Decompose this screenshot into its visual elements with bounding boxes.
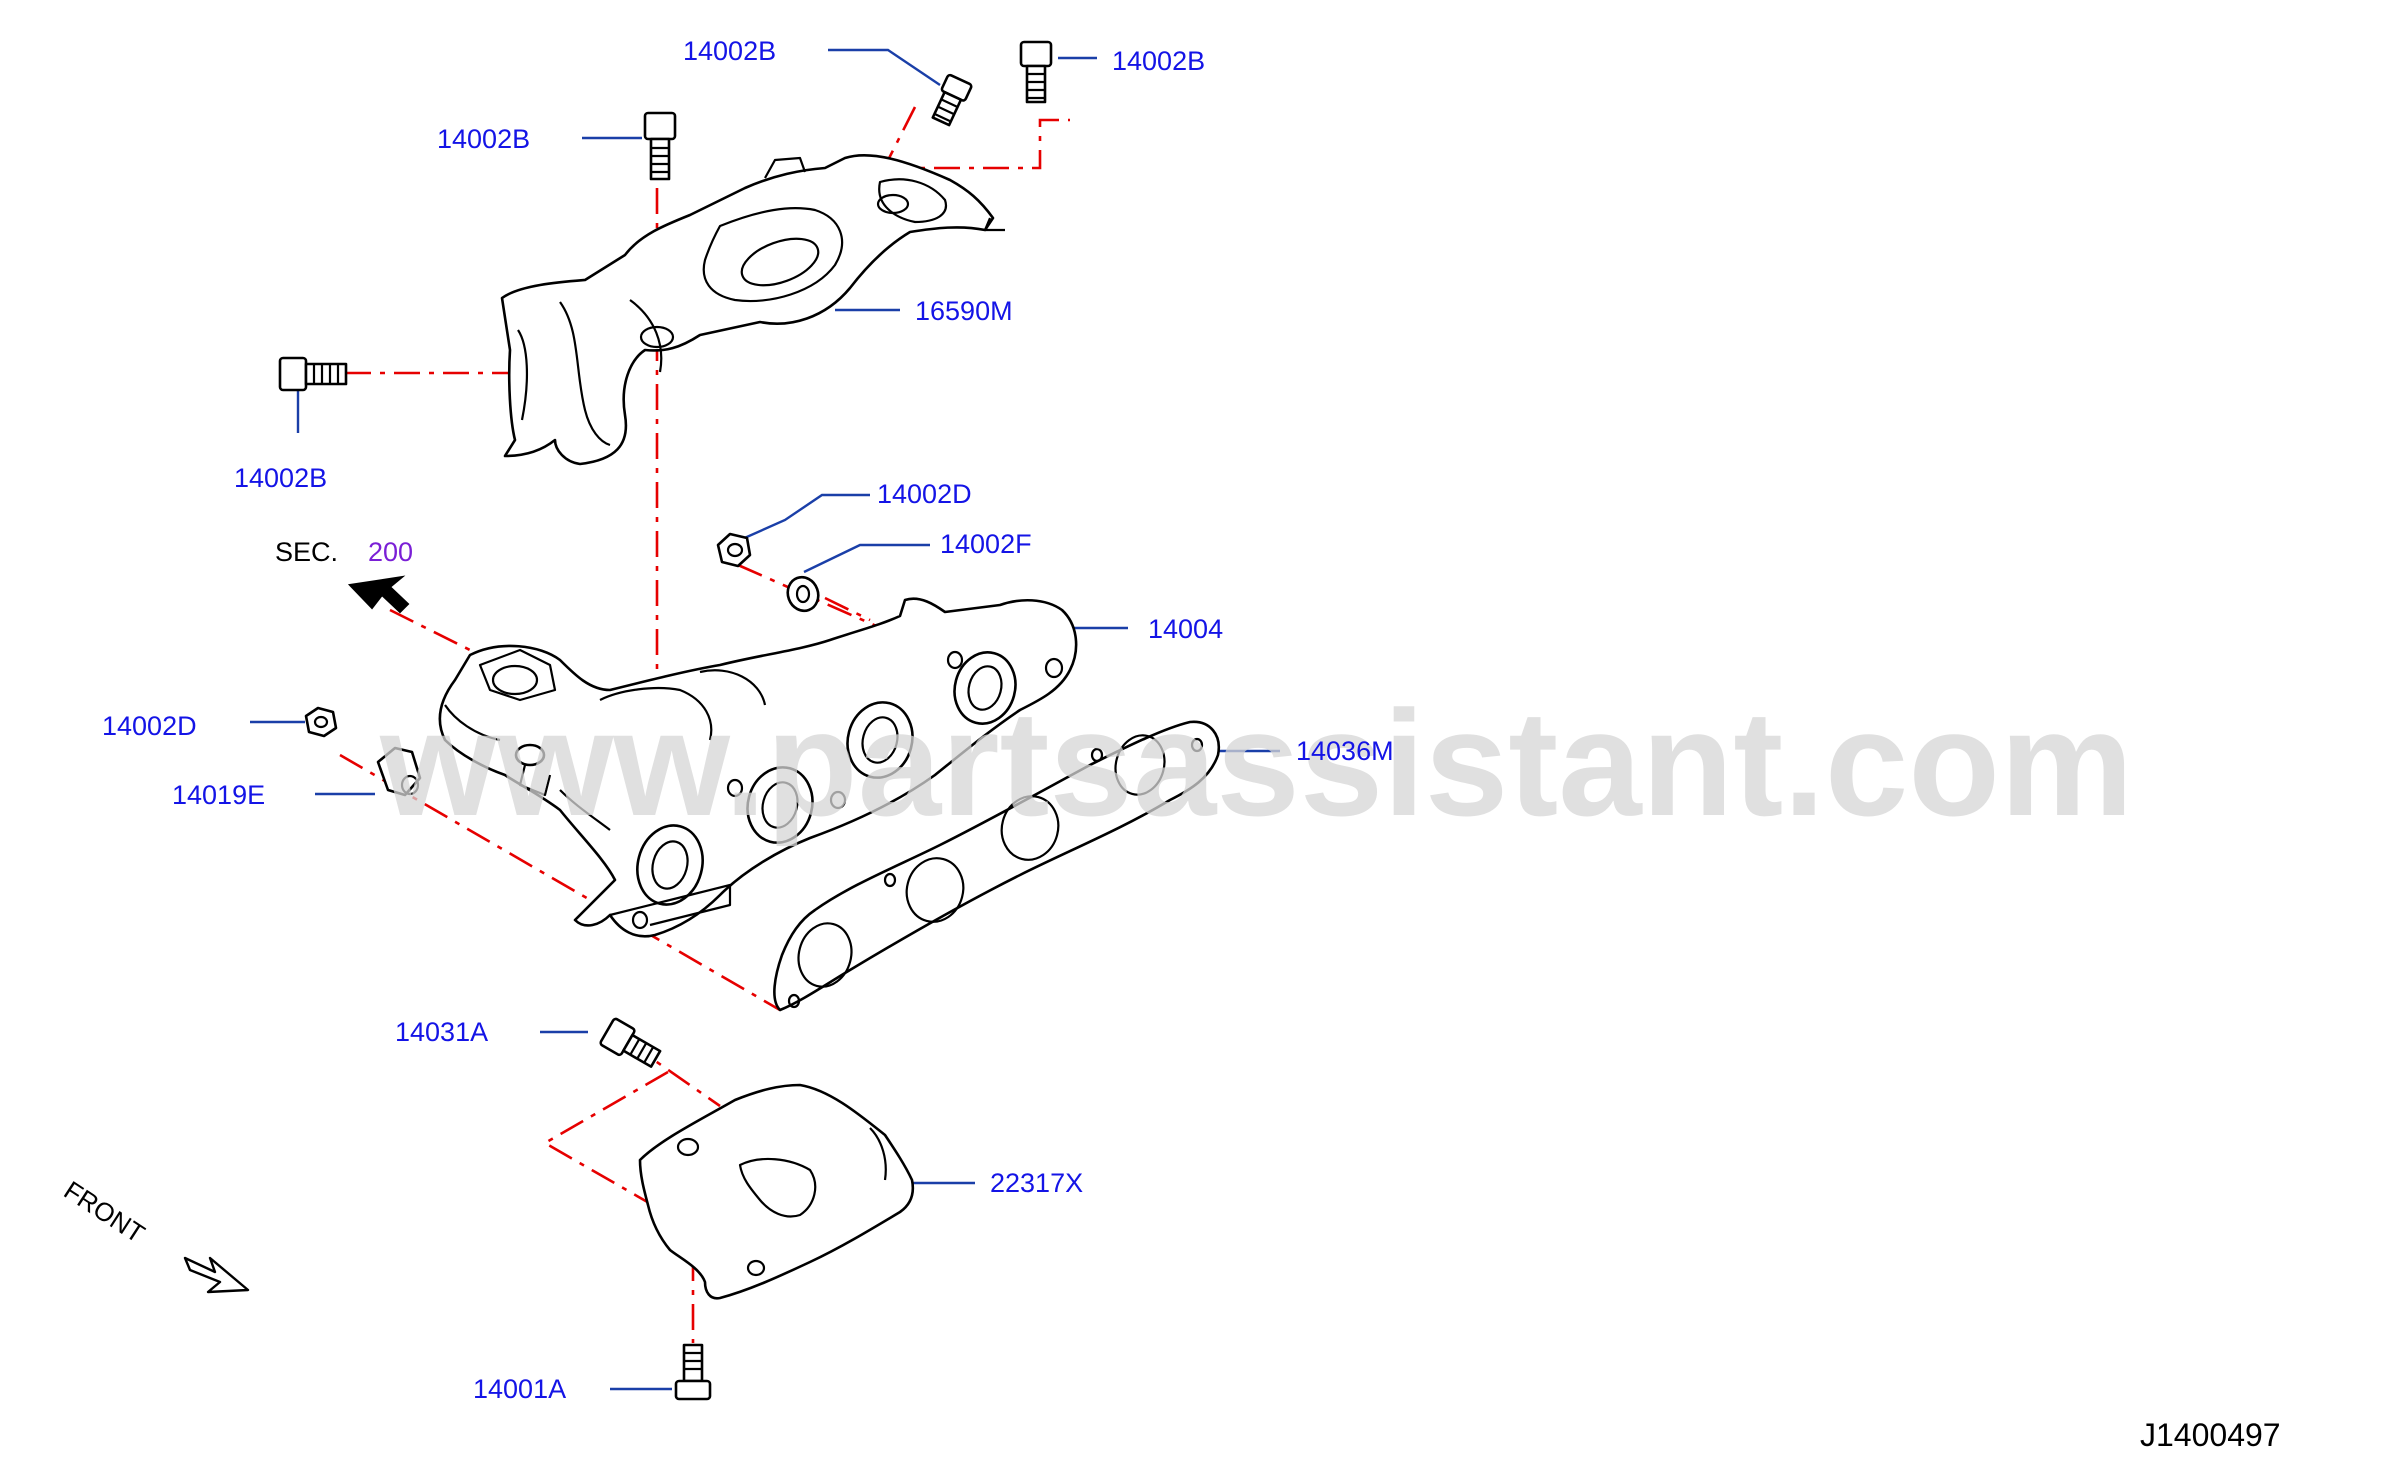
leader-lines bbox=[250, 48, 1280, 1391]
callout-14002b-upper[interactable]: 14002B bbox=[437, 124, 530, 154]
callout-14004[interactable]: 14004 bbox=[1148, 614, 1223, 644]
front-label: FRONT bbox=[59, 1175, 151, 1249]
exhaust-manifold-illustration[interactable] bbox=[438, 597, 1078, 938]
callout-14002b-top-right[interactable]: 14002B bbox=[1112, 46, 1205, 76]
callout-14002b-side[interactable]: 14002B bbox=[234, 463, 327, 493]
callout-14001a[interactable]: 14001A bbox=[473, 1374, 566, 1404]
bolt-14002b-top-left[interactable] bbox=[929, 73, 973, 127]
callout-14036m[interactable]: 14036M bbox=[1296, 736, 1394, 766]
section-number-link[interactable]: 200 bbox=[368, 537, 413, 567]
front-arrow-icon bbox=[183, 1256, 250, 1294]
diagram-code: J1400497 bbox=[2140, 1417, 2281, 1453]
section-label: SEC. bbox=[275, 537, 338, 567]
bolt-14002b-side[interactable] bbox=[278, 356, 348, 392]
bracket-illustration[interactable] bbox=[638, 1083, 915, 1300]
gasket-illustration[interactable] bbox=[773, 720, 1221, 1012]
spacer-14019e[interactable] bbox=[376, 746, 422, 797]
sec-arrow-icon bbox=[347, 575, 410, 614]
callout-22317x[interactable]: 22317X bbox=[990, 1168, 1083, 1198]
callout-14002f[interactable]: 14002F bbox=[940, 529, 1032, 559]
callout-14002d-lower[interactable]: 14002D bbox=[102, 711, 197, 741]
watermark: www.partsassistant.com bbox=[379, 679, 2133, 847]
nut-14002d-lower[interactable] bbox=[304, 706, 338, 738]
callout-14019e[interactable]: 14019E bbox=[172, 780, 265, 810]
bolt-14002b-top-right[interactable] bbox=[1019, 40, 1053, 104]
bolt-14002b-upper[interactable] bbox=[643, 111, 677, 181]
heat-insulator-illustration[interactable] bbox=[500, 154, 1005, 466]
callout-14002b-top-left[interactable]: 14002B bbox=[683, 36, 776, 66]
callout-16590m[interactable]: 16590M bbox=[915, 296, 1013, 326]
callout-14031a[interactable]: 14031A bbox=[395, 1017, 488, 1047]
washer-14002f[interactable] bbox=[783, 573, 823, 615]
bolt-14031a[interactable] bbox=[599, 1017, 663, 1072]
nut-14002d-upper[interactable] bbox=[716, 532, 752, 568]
callout-14002d-upper[interactable]: 14002D bbox=[877, 479, 972, 509]
bolt-14001a[interactable] bbox=[674, 1343, 712, 1401]
